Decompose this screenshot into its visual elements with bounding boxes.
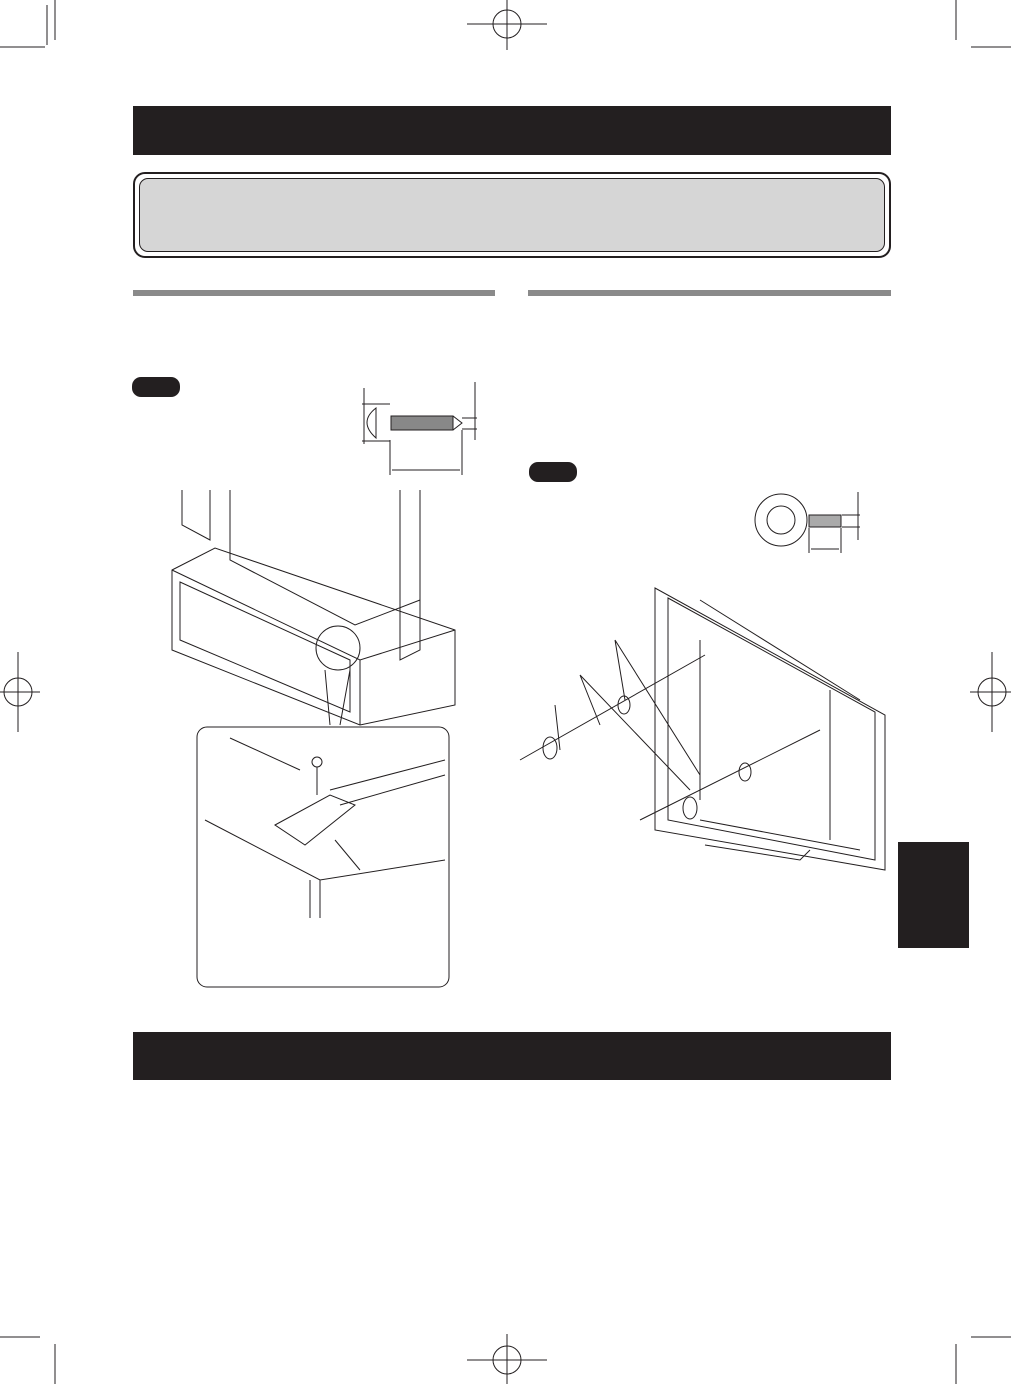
right-section-rule [528, 290, 891, 296]
callout-box [133, 172, 891, 258]
eye-bolt-icon [754, 492, 860, 553]
note-badge-right [529, 462, 577, 482]
tv-eye-bolt-illustration [519, 587, 886, 871]
side-tab [898, 842, 969, 948]
screw-icon [362, 382, 477, 475]
footer-section-bar [133, 1032, 891, 1080]
left-section-rule [133, 290, 495, 296]
note-badge-left [132, 377, 180, 397]
header-bar [133, 106, 891, 155]
tv-on-stand-illustration [171, 490, 456, 988]
